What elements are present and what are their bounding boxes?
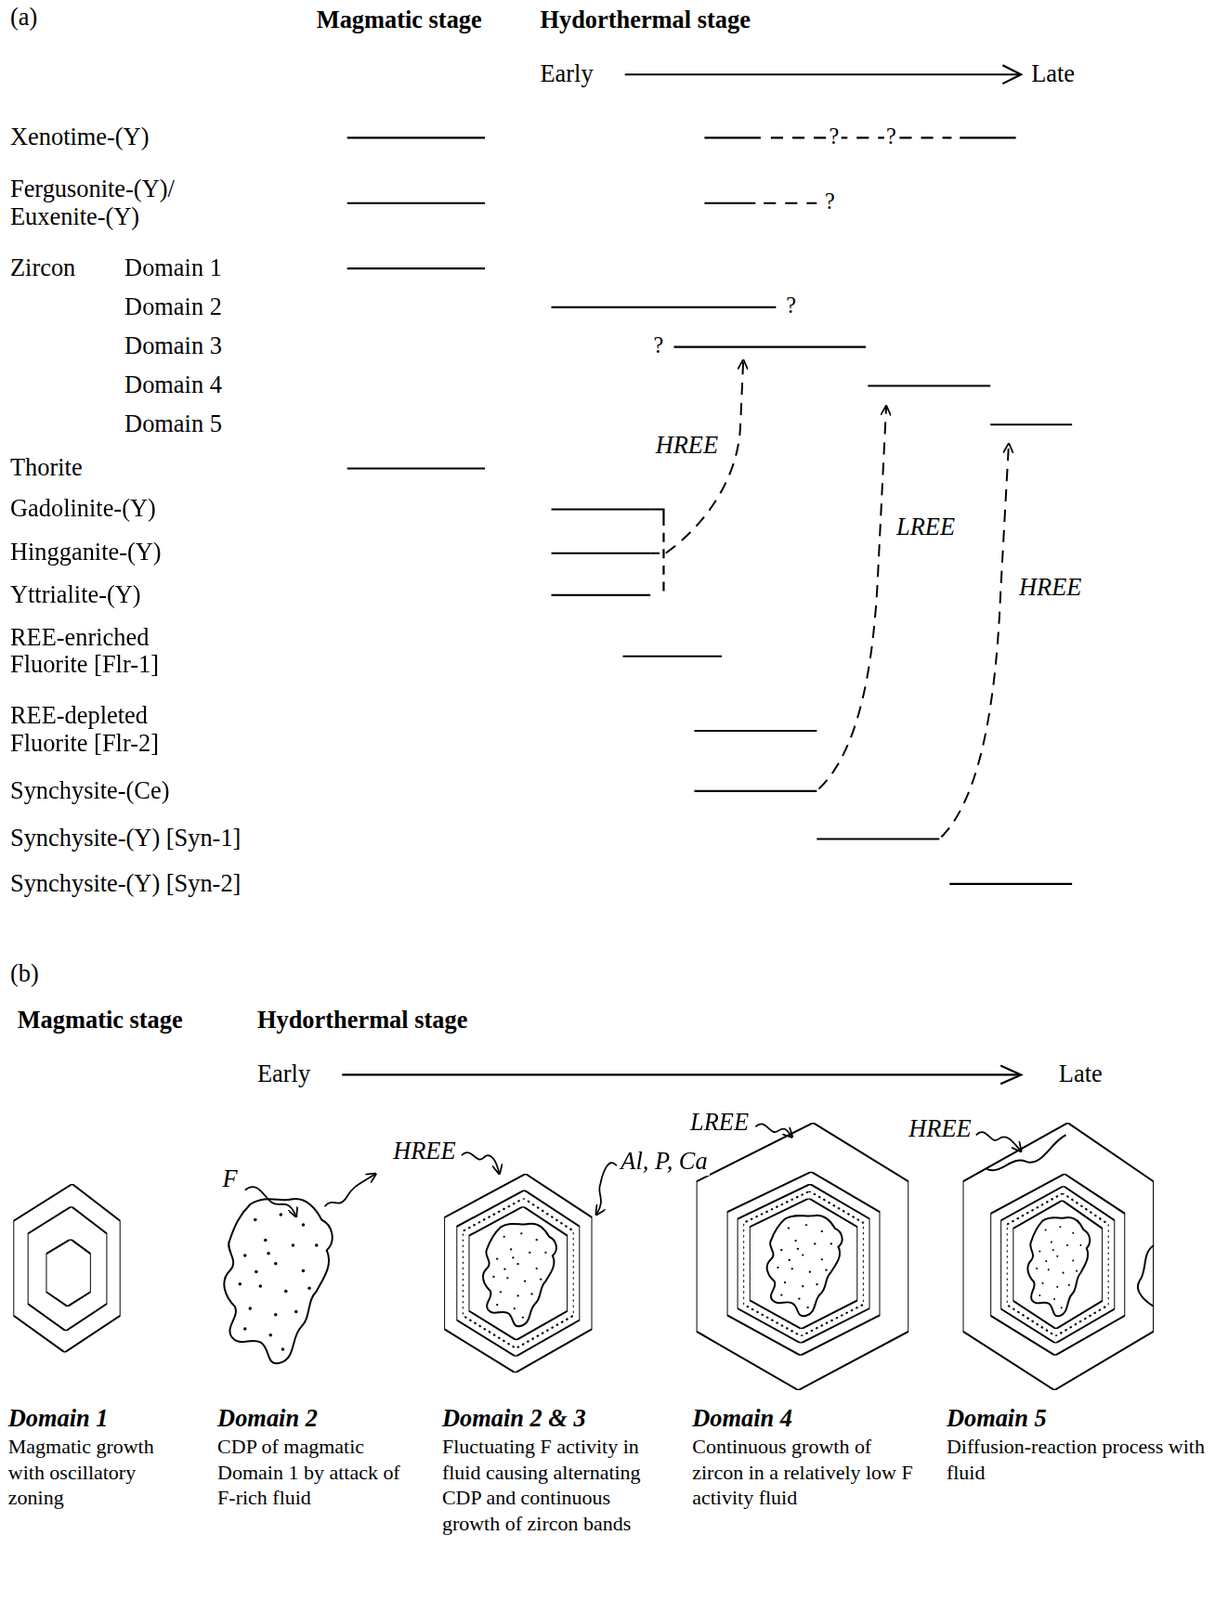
caption-text: Magmatic growth with oscillatory zoning [6,1434,193,1511]
zircon-domain-1 [13,1184,120,1353]
domain-name: Domain 3 [122,332,224,361]
mineral-name: Yttrialite-(Y) [8,580,144,609]
mineral-name: Xenotime-(Y) [8,123,152,152]
domain-name: Domain 5 [122,410,224,439]
range-bar [693,730,817,732]
reaction-front [1137,1245,1154,1307]
range-bar [347,467,485,470]
mineral-name: REE-depleted Fluorite [Flr-2] [8,702,212,759]
fluid-arrow [245,1187,297,1217]
stage-heading: Magmatic stage [314,6,484,35]
zircon-domain-2-3 [444,1174,592,1373]
element-label: LREE [688,1109,751,1137]
fluid-arrow [461,1152,500,1175]
mineral-name: Zircon [8,254,79,283]
fluid-arrow [325,1174,377,1207]
uncertainty-mark: ? [783,292,798,319]
caption-text: CDP of magmatic Domain 1 by attack of F-… [215,1434,404,1511]
mineral-name: Synchysite-(Y) [Syn-2] [8,869,244,898]
reaction-front [986,1135,1067,1171]
fluid-arrow [976,1132,1021,1152]
time-arrow [625,73,1020,76]
uncertainty-mark: ? [884,122,899,149]
zircon-domain-2 [223,1199,332,1364]
range-bar [673,346,866,349]
range-bar [867,384,991,387]
range-bar [551,509,652,595]
caption-text: Fluctuating F activity in fluid causing … [440,1434,649,1537]
group-bracket [650,509,664,526]
caption-text: Diffusion-reaction process with fluid [944,1434,1215,1486]
time-label: Early [537,60,596,89]
range-bar [551,306,777,309]
stage-heading: Hydorthermal stage [537,6,753,35]
range-bar [347,136,1017,139]
element-label: LREE [894,513,957,542]
uncertainty-mark: ? [826,122,841,149]
range-bar [693,790,817,793]
caption-text: Continuous growth of zircon in a relativ… [690,1434,928,1511]
uncertainty-mark: ? [651,332,666,359]
uncertain-range [770,136,953,139]
time-arrowhead [1000,1066,1021,1085]
transfer-arrow [940,444,1009,837]
time-label: Early [255,1060,314,1089]
element-label: Al, P, Ca [618,1147,710,1176]
timeline-bars [347,65,1072,885]
domain-name: Domain 2 [122,292,224,321]
mineral-name: Hingganite-(Y) [8,538,164,567]
range-bar [816,837,940,840]
uncertainty-mark: ? [823,188,837,215]
zircon-domain-4 [696,1123,910,1391]
stage-heading: Magmatic stage [14,1006,184,1035]
mineral-name: Thorite [8,454,85,483]
group-bracket [650,533,664,596]
fluid-arrow [596,1162,617,1215]
domain-name: Domain 4 [122,371,224,400]
uncertain-range [763,202,817,205]
caption-heading: Domain 2 [215,1404,320,1433]
element-label: HREE [1017,574,1085,602]
panel-letter: (b) [8,960,41,989]
mineral-name: Synchysite-(Y) [Syn-1] [8,824,244,853]
range-bar [622,655,722,658]
element-label: HREE [906,1115,974,1144]
caption-heading: Domain 4 [690,1404,795,1433]
element-label: F [220,1165,240,1194]
panel-letter: (a) [8,3,40,32]
time-label: Late [1029,60,1077,89]
mineral-name: Fergusonite-(Y)/ Euxenite-(Y) [8,175,196,233]
time-arrow-b [341,1066,1021,1085]
time-label: Late [1057,1060,1105,1089]
stage-heading: Hydorthermal stage [255,1006,471,1035]
fluid-arrow [755,1123,793,1137]
range-bar [347,267,485,270]
mineral-name: REE-enriched Fluorite [Flr-1] [8,623,212,680]
element-label: HREE [391,1136,458,1165]
domain-name: Domain 1 [122,254,224,283]
caption-heading: Domain 2 & 3 [440,1404,588,1433]
range-bar [949,883,1072,886]
time-arrow [341,1073,1020,1076]
fluid-arrows [245,1123,1021,1217]
element-label: HREE [653,431,720,460]
mineral-name: Gadolinite-(Y) [8,495,158,523]
mineral-name: Synchysite-(Ce) [8,776,172,805]
range-bar [990,423,1072,426]
zircon-domain-5 [963,1123,1155,1391]
caption-heading: Domain 5 [944,1404,1049,1433]
time-arrowhead [1002,65,1021,84]
caption-heading: Domain 1 [6,1404,111,1433]
transfer-arrow [819,405,888,789]
range-bar [347,202,757,205]
